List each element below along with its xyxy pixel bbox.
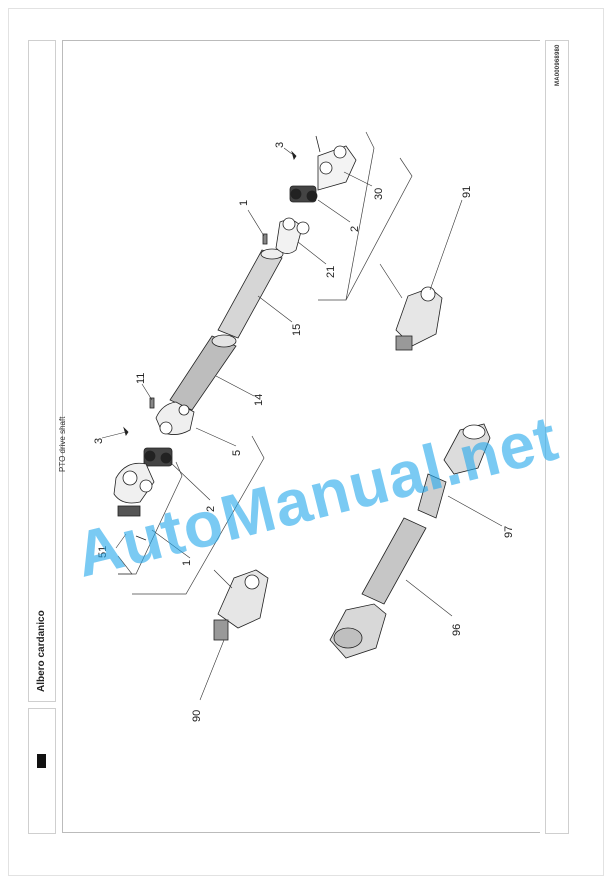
page-border [8, 8, 604, 876]
shaft-assembly-96 [329, 517, 427, 659]
assembled-joint-91 [395, 286, 443, 351]
label-3-upper: 3 [274, 142, 286, 148]
yoke-21 [275, 217, 310, 254]
frame-line-top [62, 40, 540, 41]
yoke-5 [155, 401, 195, 435]
shaft-tube-14 [169, 334, 237, 411]
bracket-lower [117, 435, 265, 595]
left-section-strip [28, 708, 56, 834]
frame-line-bottom [62, 832, 540, 833]
shaft-assembly-97 [417, 423, 491, 519]
label-1-lower: 1 [181, 560, 193, 566]
leader-lines [101, 147, 503, 701]
label-2-lower: 2 [205, 506, 217, 512]
part-labels: 3 30 2 21 1 15 91 11 14 3 5 2 51 1 90 97… [93, 142, 515, 722]
label-1-upper: 1 [238, 200, 250, 206]
label-21: 21 [325, 266, 337, 278]
screw-3-upper [291, 150, 297, 160]
pin-1-upper [262, 233, 268, 245]
label-3-lower: 3 [93, 438, 105, 444]
label-96: 96 [451, 624, 463, 636]
right-code-strip [545, 40, 569, 834]
yoke-30 [315, 135, 357, 191]
label-5: 5 [231, 450, 243, 456]
pin-11 [149, 397, 155, 409]
cross-journal-2-upper [289, 185, 318, 203]
label-11: 11 [135, 373, 147, 384]
label-97: 97 [503, 526, 515, 538]
label-30: 30 [373, 188, 385, 200]
bracket-upper [318, 131, 413, 301]
label-91: 91 [461, 186, 473, 198]
section-marker [37, 754, 46, 768]
left-title-strip [28, 40, 56, 702]
shaft-tube-15 [217, 248, 284, 339]
yoke-1-lower [113, 462, 155, 541]
cross-journal-2-lower [143, 447, 173, 467]
frame-line-left [62, 40, 63, 832]
screw-3-lower [123, 426, 129, 436]
label-51: 51 [97, 546, 109, 558]
label-2-upper: 2 [349, 226, 361, 232]
label-14: 14 [253, 394, 265, 406]
label-90: 90 [191, 710, 203, 722]
label-15: 15 [291, 324, 303, 336]
assembled-joint-90 [213, 569, 269, 641]
